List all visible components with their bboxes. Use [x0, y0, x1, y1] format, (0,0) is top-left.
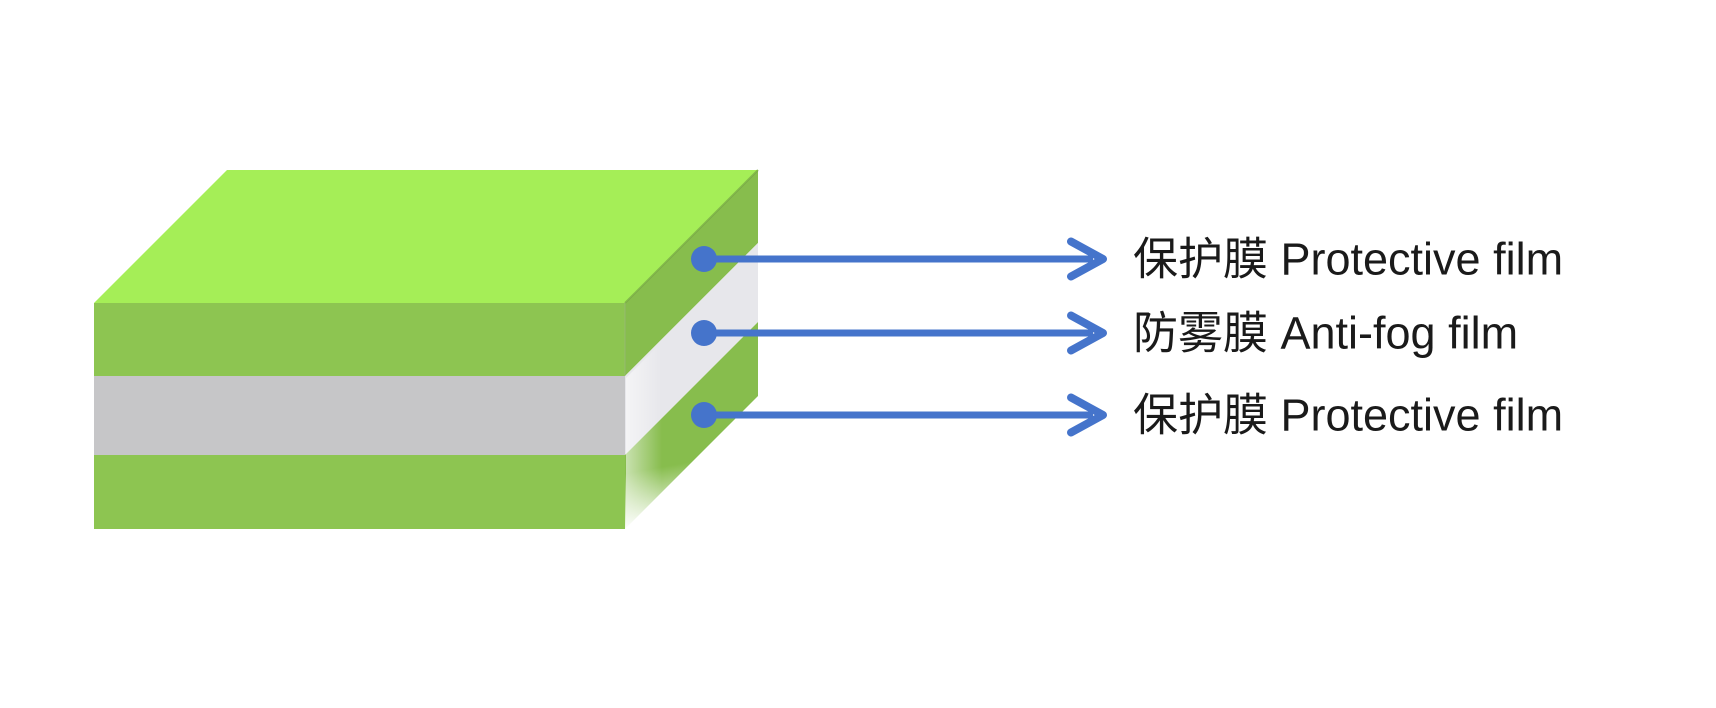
layer-label-anti-fog-film: 防雾膜 Anti-fog film: [1133, 307, 1519, 359]
callout-top-protective-film: [691, 237, 1107, 281]
side-face-top-protective-film: [625, 170, 758, 376]
callout-arrowhead-top: [1067, 237, 1107, 281]
callout-arrowhead-middle: [1067, 311, 1107, 355]
layer-label-top-protective-film: 保护膜 Protective film: [1133, 233, 1564, 285]
front-face-anti-fog-film: [94, 376, 625, 455]
slab-top-face: [94, 170, 758, 303]
front-face-top-protective-film: [94, 303, 625, 376]
callout-anti-fog-film: [691, 311, 1107, 355]
corner-highlight: [626, 342, 662, 529]
front-face-bottom-protective-film: [94, 455, 625, 529]
callout-bottom-protective-film: [691, 393, 1107, 437]
top-side-edge: [624, 169, 759, 304]
callout-arrowhead-bottom: [1067, 393, 1107, 437]
layer-label-bottom-protective-film: 保护膜 Protective film: [1133, 389, 1564, 441]
